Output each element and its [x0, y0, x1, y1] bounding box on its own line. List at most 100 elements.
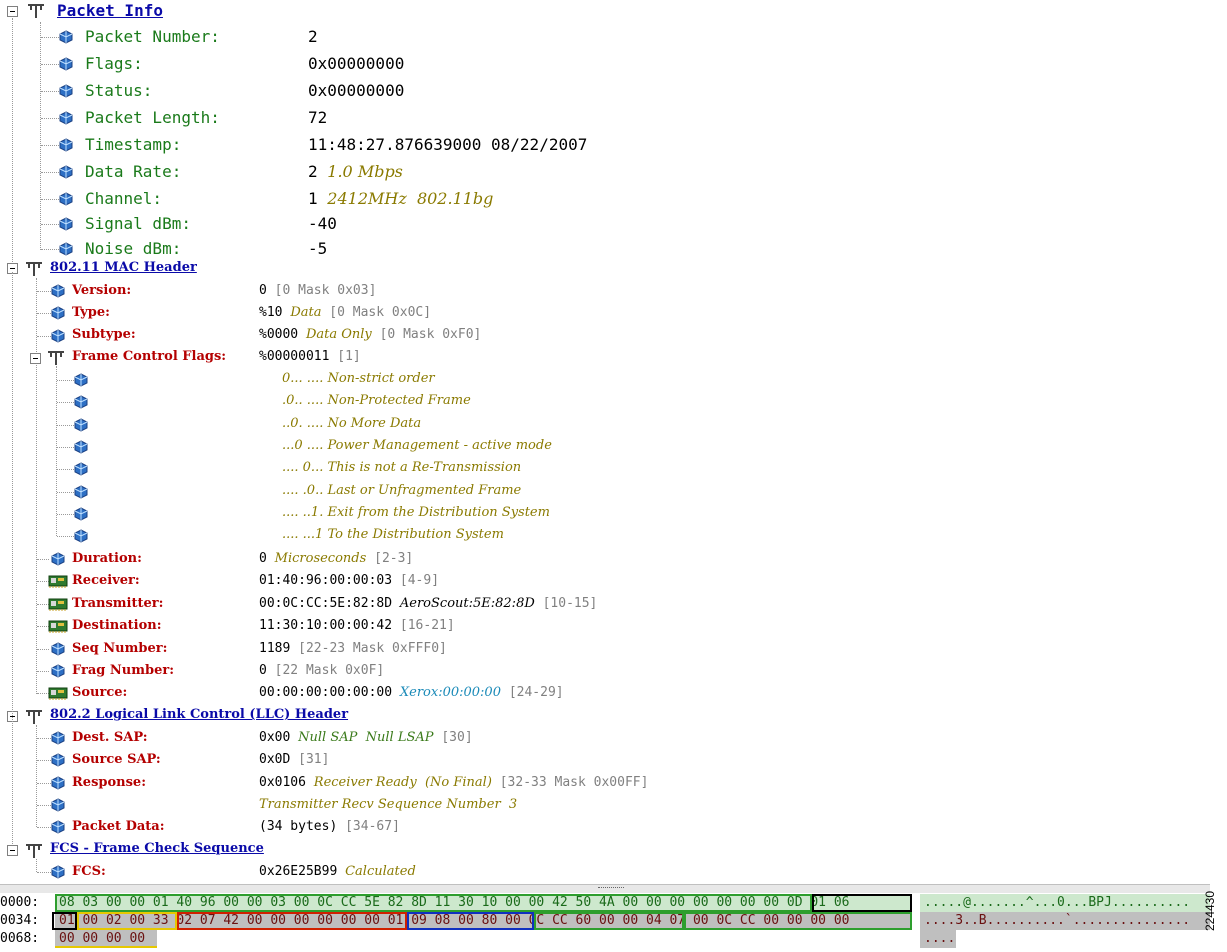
fcf-flag-bit[interactable]: .... ..1. Exit from the Distribution Sys… — [282, 504, 550, 520]
field-icon — [59, 192, 73, 206]
packet-info-value: -40 — [308, 214, 337, 233]
field-receiver-value: 01:40:96:00:00:03 [4-9] — [259, 573, 440, 588]
network-card-icon — [48, 575, 68, 588]
field-frag-number-value: 0 [22 Mask 0x0F] — [259, 663, 385, 678]
field-icon — [51, 552, 65, 566]
hex-selection-box — [684, 912, 912, 930]
hex-bytes[interactable]: 01 00 02 00 33 02 07 42 00 00 00 00 00 0… — [55, 912, 912, 930]
field-duration-value: 0 Microseconds [2-3] — [259, 551, 414, 566]
hex-selection-box — [812, 894, 912, 912]
fcf-flag-bit[interactable]: .... ...1 To the Distribution System — [282, 527, 504, 543]
packet-info-field[interactable]: Packet Length: — [85, 108, 220, 127]
field-dest-sap[interactable]: Dest. SAP: — [72, 730, 148, 745]
field-subtype-value: %0000 Data Only [0 Mask 0xF0] — [259, 327, 482, 342]
field-version[interactable]: Version: — [72, 283, 132, 298]
field-icon — [51, 642, 65, 656]
hex-selection-box — [55, 930, 157, 948]
field-icon — [74, 462, 88, 476]
mac-header-heading[interactable]: 802.11 MAC Header — [50, 260, 197, 275]
hex-ascii[interactable]: .... — [920, 930, 956, 948]
field-icon — [59, 138, 73, 152]
field-recv-seq[interactable]: Transmitter Recv Sequence Number 3 — [259, 797, 518, 812]
hex-offset: 0068: — [0, 931, 40, 946]
fcs-heading[interactable]: FCS - Frame Check Sequence — [50, 841, 264, 856]
fcf-flag-bit[interactable]: .... .0.. Last or Unfragmented Frame — [282, 482, 522, 498]
field-seq-number[interactable]: Seq Number: — [72, 641, 168, 656]
hex-bytes[interactable]: 08 03 00 00 01 40 96 00 00 03 00 0C CC 5… — [55, 894, 912, 912]
hex-row[interactable]: 0034: 01 00 02 00 33 02 07 42 00 00 00 00… — [0, 912, 1210, 930]
branch-icon — [26, 262, 42, 276]
hex-selection-box — [52, 912, 77, 930]
fcf-flag-bit[interactable]: ...0 .... Power Management - active mode — [282, 437, 552, 453]
field-source-sap-value: 0x0D [31] — [259, 752, 330, 767]
packet-info-value: 0x00000000 — [308, 54, 405, 73]
branch-icon — [26, 844, 42, 858]
field-type[interactable]: Type: — [72, 305, 110, 320]
field-source-sap[interactable]: Source SAP: — [72, 752, 161, 767]
packet-info-value: 2 1.0 Mbps — [308, 162, 403, 181]
packet-info-field[interactable]: Packet Number: — [85, 27, 220, 46]
field-source-value: 00:00:00:00:00:00 Xerox:00:00:00 [24-29] — [259, 685, 564, 700]
hex-ascii[interactable]: ....3..B..........`............... — [920, 912, 1210, 930]
field-packet-data[interactable]: Packet Data: — [72, 819, 165, 834]
field-icon — [51, 798, 65, 812]
field-frame-control-flags[interactable]: Frame Control Flags: — [72, 349, 227, 364]
field-receiver[interactable]: Receiver: — [72, 573, 140, 588]
packet-info-field[interactable]: Flags: — [85, 54, 143, 73]
hex-ascii[interactable]: .....@.......^...0...BPJ.......... — [920, 894, 1210, 912]
field-subtype[interactable]: Subtype: — [72, 327, 136, 342]
field-icon — [59, 165, 73, 179]
packet-info-value: 1 2412MHz 802.11bg — [308, 189, 494, 208]
field-fcs[interactable]: FCS: — [72, 864, 106, 879]
field-source[interactable]: Source: — [72, 685, 128, 700]
field-icon — [59, 57, 73, 71]
field-version-value: 0 [0 Mask 0x03] — [259, 283, 377, 298]
packet-info-field[interactable]: Noise dBm: — [85, 239, 182, 258]
figure-id: 224430 — [1203, 890, 1218, 932]
field-type-value: %10 Data [0 Mask 0x0C] — [259, 305, 432, 320]
packet-info-field[interactable]: Channel: — [85, 189, 163, 208]
field-icon — [74, 418, 88, 432]
collapse-packet-info-toggle[interactable] — [7, 6, 18, 17]
collapse-fcf-toggle[interactable] — [30, 353, 41, 364]
field-transmitter-value: 00:0C:CC:5E:82:8D AeroScout:5E:82:8D [10… — [259, 596, 598, 611]
field-icon — [59, 111, 73, 125]
field-duration[interactable]: Duration: — [72, 551, 142, 566]
llc-heading[interactable]: 802.2 Logical Link Control (LLC) Header — [50, 707, 349, 722]
packet-info-field[interactable]: Data Rate: — [85, 162, 182, 181]
field-icon — [74, 529, 88, 543]
field-icon — [51, 284, 65, 298]
packet-info-heading[interactable]: Packet Info — [57, 1, 163, 20]
hex-bytes[interactable]: 00 00 00 00 — [55, 930, 157, 948]
branch-icon — [48, 351, 64, 365]
fcf-flag-bit[interactable]: .0.. .... Non-Protected Frame — [282, 393, 471, 409]
packet-info-field[interactable]: Signal dBm: — [85, 214, 191, 233]
hex-selection-box — [55, 894, 812, 912]
field-transmitter[interactable]: Transmitter: — [72, 596, 164, 611]
field-response-value: 0x0106 Receiver Ready (No Final) [32-33 … — [259, 775, 649, 790]
pane-splitter[interactable] — [0, 884, 1210, 893]
hex-row[interactable]: 0000:08 03 00 00 01 40 96 00 00 03 00 0C… — [0, 894, 1210, 912]
packet-info-value: 72 — [308, 108, 328, 127]
hex-selection-box — [534, 912, 684, 930]
hex-offset: 0034: — [0, 913, 40, 928]
fcf-flag-bit[interactable]: ..0. .... No More Data — [282, 415, 422, 431]
field-fcs-value: 0x26E25B99 Calculated — [259, 864, 416, 879]
field-frag-number[interactable]: Frag Number: — [72, 663, 174, 678]
packet-info-value: 0x00000000 — [308, 81, 405, 100]
packet-info-field[interactable]: Timestamp: — [85, 135, 182, 154]
field-icon — [51, 865, 65, 879]
field-destination[interactable]: Destination: — [72, 618, 162, 633]
field-icon — [51, 664, 65, 678]
hex-row[interactable]: 0068: 00 00 00 00.... — [0, 930, 1210, 948]
packet-info-value: 11:48:27.876639000 08/22/2007 — [308, 135, 588, 154]
fcf-flag-bit[interactable]: 0... .... Non-strict order — [282, 371, 435, 386]
field-response[interactable]: Response: — [72, 775, 146, 790]
fcf-flag-bit[interactable]: .... 0... This is not a Re-Transmission — [282, 460, 522, 476]
branch-icon — [28, 4, 44, 18]
field-packet-data-value: (34 bytes) [34-67] — [259, 819, 400, 834]
collapse-fcs-toggle[interactable] — [7, 845, 18, 856]
hex-selection-box — [77, 912, 177, 930]
packet-info-field[interactable]: Status: — [85, 81, 153, 100]
